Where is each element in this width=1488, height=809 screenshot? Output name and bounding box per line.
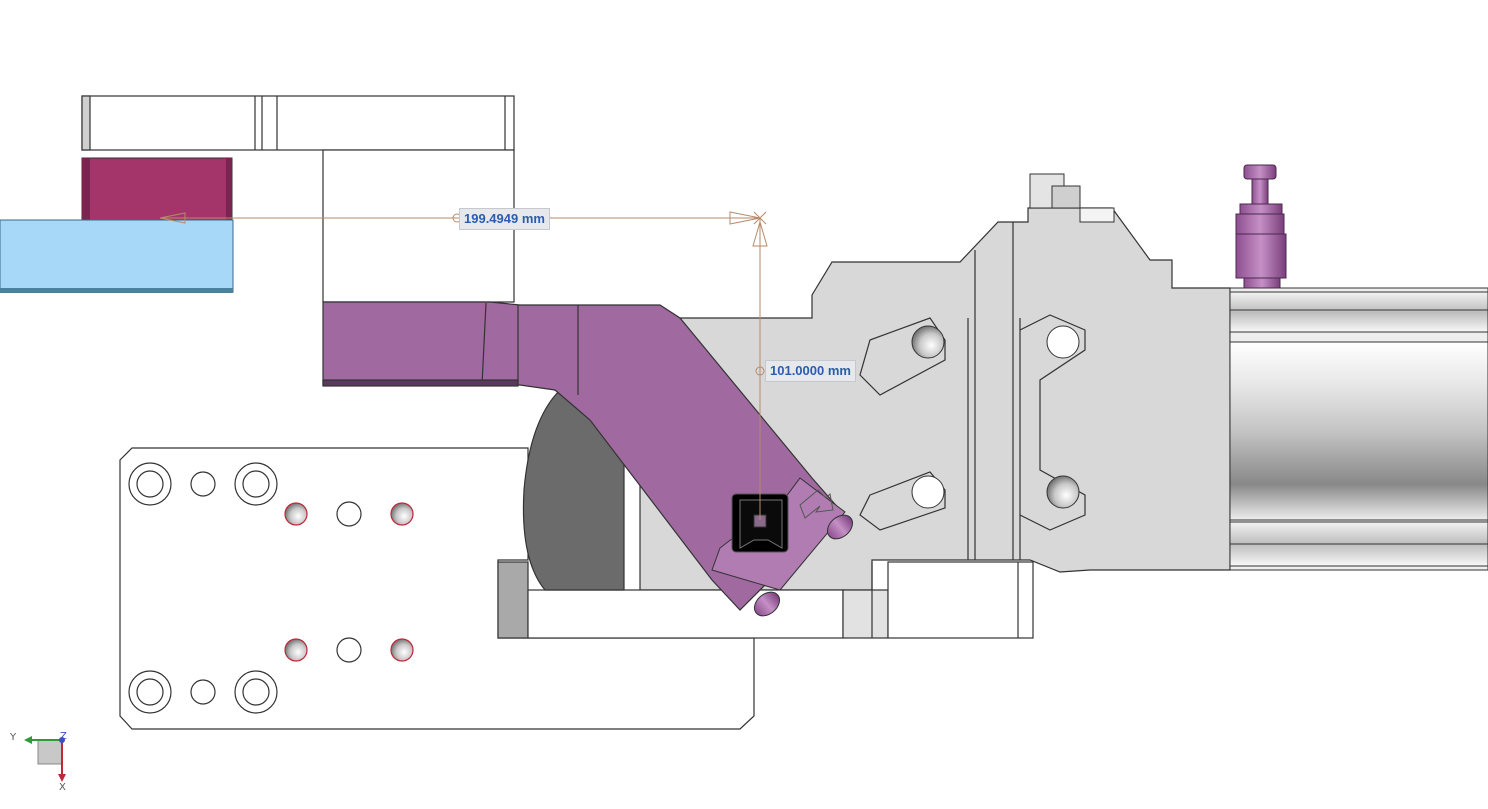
horizontal-dimension-label[interactable]: 199.4949 mm [459, 208, 550, 230]
dimension-arrow-icon [729, 211, 761, 225]
triad-axis-x-label: X [59, 782, 66, 793]
pneumatic-cylinder[interactable] [1229, 287, 1488, 571]
triad-axis-y-label: Y [10, 732, 17, 743]
crimson-block[interactable] [81, 157, 233, 221]
base-rail[interactable] [497, 561, 1034, 639]
arm-tip[interactable] [711, 477, 857, 621]
cam-block[interactable] [522, 389, 625, 591]
dimension-lines[interactable] [159, 211, 768, 520]
workpiece-bar[interactable] [0, 219, 234, 293]
vertical-dimension-label[interactable]: 101.0000 mm [765, 360, 856, 382]
adjust-knob[interactable] [1235, 164, 1287, 289]
plate-holes [128, 462, 362, 714]
body-holes [911, 325, 1080, 509]
threaded-holes [284, 502, 414, 662]
top-fittings[interactable] [1029, 173, 1115, 223]
triad-axis-z-label: Z [60, 731, 67, 742]
triad-icon [24, 736, 66, 782]
